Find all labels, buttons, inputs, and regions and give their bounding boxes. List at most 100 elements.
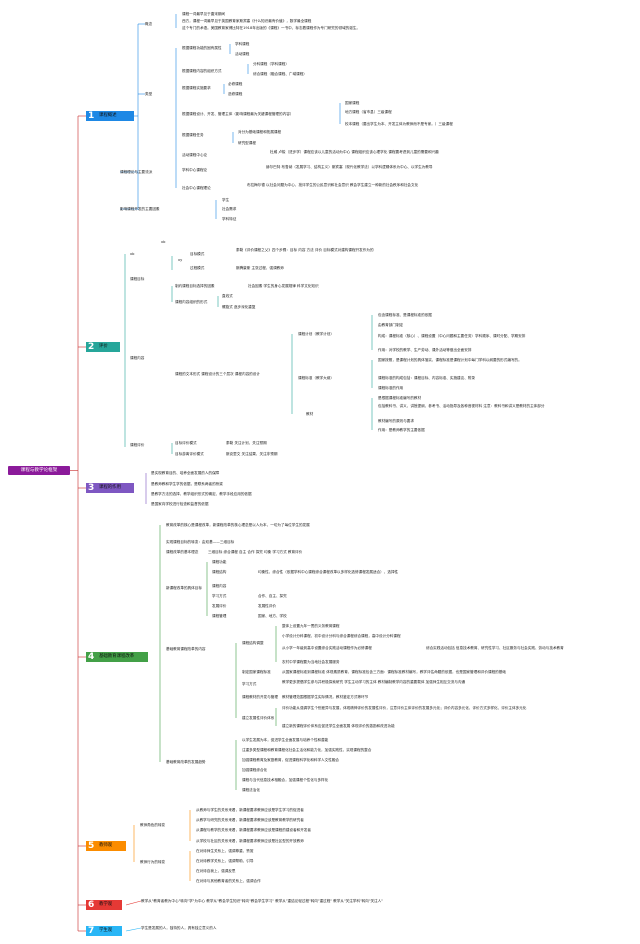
b2-node[interactable]: 包括教科书、讲义、讲授提纲、参考书、活动指导及各种音视材料 注意：教科书和讲义是… bbox=[378, 404, 545, 408]
b4-node[interactable]: 课程内容 bbox=[212, 584, 227, 588]
b4-node[interactable]: 合作、自主、探究 bbox=[258, 594, 287, 598]
b2-node[interactable]: 斯腾豪斯 主张过程，强调教师 bbox=[236, 266, 284, 270]
b2-node[interactable]: 课程内容组织的形式 bbox=[175, 300, 208, 304]
b4-node[interactable]: 基础教育改革的发展趋势 bbox=[166, 760, 206, 764]
b2-node[interactable]: 是根据课程标准编写的教材 bbox=[378, 396, 422, 400]
b1-node[interactable]: 活动课程 bbox=[235, 52, 250, 56]
b4-node[interactable]: 加强课程综合化 bbox=[242, 768, 268, 772]
b2-node[interactable]: xb bbox=[130, 252, 135, 256]
b2-node[interactable]: 课程内容 bbox=[130, 356, 145, 360]
b2-node[interactable]: xy bbox=[178, 258, 183, 262]
b1-node[interactable]: 社会中心课程理论 bbox=[182, 186, 211, 190]
b1-node[interactable]: 这个专门的术语。美国教育家博比特在1918年出版的《课程》一书中，标志着课程作为… bbox=[182, 26, 361, 30]
b5-node[interactable]: 在对待教学关系上，强调帮助、引导 bbox=[196, 859, 254, 863]
b4-node[interactable]: 课程结构 bbox=[212, 570, 227, 574]
b4-node[interactable]: 学习方式 bbox=[242, 682, 257, 686]
b2-node[interactable]: 社会因素 学生的身心发展规律 科学文化知识 bbox=[248, 284, 319, 288]
b2-node[interactable]: 过程模式 bbox=[190, 266, 205, 270]
b1-node[interactable]: 课程一词最早见于唐宋期间 bbox=[182, 12, 226, 16]
b4-node[interactable]: 课程管理 bbox=[212, 614, 227, 618]
b1-node[interactable]: 杜威 卢梭（进步学）课程应该以儿童的活动为中心 课程组织应该心理学化 课程要考虑… bbox=[270, 150, 439, 154]
b2-node[interactable]: 课程标准的构成包括：课程目标、内容标准、实施建议、附录 bbox=[378, 376, 476, 380]
b4-node[interactable]: 课程教材的开发与管理 bbox=[242, 695, 278, 699]
b2-node[interactable]: 作用：对学校的教学、生产劳动、课外活动等做出全面安排 bbox=[378, 348, 472, 352]
b2-node[interactable]: 螺旋式 逐步深化重复 bbox=[222, 305, 256, 309]
b4-node[interactable]: 均衡性、综合性（依据学科中心课程综合课程改革以多样化选修课程发展适合）、选择性 bbox=[258, 570, 399, 574]
b4-node[interactable]: 发展评价 bbox=[212, 604, 227, 608]
b2-node[interactable]: 课程评价 bbox=[130, 443, 145, 447]
b2-node[interactable]: 作用：是教师教学的主要依据 bbox=[378, 428, 425, 432]
b4-node[interactable]: 制定国家课程标准 bbox=[242, 670, 271, 674]
b2-node[interactable]: 教材编写的原则与要求 bbox=[378, 419, 414, 423]
b3-node[interactable]: 是教师教和学生学的依据，是联系两者的桥梁 bbox=[151, 482, 223, 486]
b1-node[interactable]: 地方课程（省市县）三级课程 bbox=[345, 110, 392, 114]
b4-node[interactable]: 基础教育课程改革的内容 bbox=[166, 647, 206, 651]
b5-node[interactable]: 教师角色的转变 bbox=[140, 823, 166, 827]
root-node[interactable]: 课程与教学论框架 bbox=[8, 466, 70, 475]
b1-node[interactable]: 类型 bbox=[145, 92, 153, 96]
b1-node[interactable]: 根据课程设计、开发、管理主体（影响课程最为关键课程管理的内容） bbox=[182, 112, 294, 116]
b4-node[interactable]: 发展性评价 bbox=[258, 604, 276, 608]
b4-node[interactable]: 课程结构调整 bbox=[242, 641, 264, 645]
b1-node[interactable]: 西方，课程一词最早见于英国教育家斯宾塞《什么知识最有价值》，数学最全课程 bbox=[182, 19, 312, 23]
b2-node[interactable]: 课程计划（教学计划） bbox=[298, 332, 334, 336]
b1-node[interactable]: 课程理论与主要流派 bbox=[120, 170, 153, 174]
b4-node[interactable]: 建立新的课程评价体系应促进学生全面发展 体现评价的激励和改进功能 bbox=[282, 724, 395, 728]
b5-node[interactable]: 从教学与研究的关系来看，新课程要求教师应该是教育教学的研究者 bbox=[196, 818, 304, 822]
b1-node[interactable]: 对分为基础课程和拓展课程 bbox=[238, 130, 282, 134]
b2-node[interactable]: 目标模式 bbox=[190, 252, 205, 256]
b4-node[interactable]: 教学更多提倡学生参与并积极探索研究 学生主动学习的主体 教材编制教学内容的重要载… bbox=[282, 680, 466, 684]
b2-node[interactable]: 泰勒 关注计划、关注预期 bbox=[226, 441, 267, 445]
b2-node[interactable]: 制约课程目标选择的因素 bbox=[175, 284, 215, 288]
b3-node[interactable]: 是实现教育目的、培养全面发展的人的保障 bbox=[151, 471, 220, 475]
b5-node[interactable]: 从课程与教学的关系来看，新课程要求教师应该是课程的建设者和开发者 bbox=[196, 828, 311, 832]
b5-node[interactable]: 在对待师生关系上，强调尊重、赞赏 bbox=[196, 849, 254, 853]
b1-node[interactable]: 学科特征 bbox=[222, 217, 237, 221]
b2-node[interactable]: 斯克里文 关注结果、关注非预期 bbox=[226, 452, 278, 456]
b4-node[interactable]: 课程功能 bbox=[212, 560, 227, 564]
b1-node[interactable]: 活动课程中心论 bbox=[182, 153, 208, 157]
b2-node[interactable]: 包含课程标准、是课程标准的依据 bbox=[378, 313, 432, 317]
b1-node[interactable]: 学科中心课程论 bbox=[182, 168, 208, 172]
b5-node[interactable]: 从学校与社区的关系来看，新课程要求教师应该是社区型的开放教师 bbox=[196, 839, 304, 843]
b7-node[interactable]: 学生是发展的人，独特的人，具有独立意义的人 bbox=[141, 926, 217, 930]
b4-node[interactable]: 教材管理范围根据学生实际情况，教材鉴定方式等环节 bbox=[282, 695, 369, 699]
b4-node[interactable]: 国家、地方、学校 bbox=[258, 614, 287, 618]
b2-node[interactable]: 目标游离评价模式 bbox=[175, 452, 204, 456]
b2-node[interactable]: 目标评价模式 bbox=[175, 441, 197, 445]
b4-node[interactable]: 整体上设置九年一贯的义务教育课程 bbox=[282, 624, 340, 628]
b3-node[interactable]: 是国家向学校进行检查和监督的依据 bbox=[151, 502, 209, 506]
b4-node[interactable]: 新课程改革的具体目标 bbox=[166, 586, 202, 590]
b4-node[interactable]: 学习方式 bbox=[212, 594, 227, 598]
b4-node[interactable]: 从小学一年级到高中设置综合实践活动课程作为必修课程 bbox=[282, 646, 372, 650]
b1-node[interactable]: 必修课程 bbox=[228, 82, 243, 86]
b1-node[interactable]: 分科课程（学科课程） bbox=[253, 62, 289, 66]
b2-node[interactable]: 直线式 bbox=[222, 294, 233, 298]
b1-node[interactable]: 学科课程 bbox=[235, 42, 250, 46]
b4-node[interactable]: 建立发展性评价体系 bbox=[242, 716, 275, 720]
b1-node[interactable]: 社会需求 bbox=[222, 207, 237, 211]
b4-node[interactable]: 教育改革的核心是课程改革，新课程改革的核心理念是以人为本，一切为了每位学生的发展 bbox=[166, 523, 310, 527]
b1-node[interactable]: 影响课程开发的主要因素 bbox=[120, 207, 160, 211]
b5-node[interactable]: 在对待与其他教育者的关系上，强调合作 bbox=[196, 879, 261, 883]
b4-node[interactable]: 实现课程目标的转变：由双基——三维目标 bbox=[166, 540, 235, 544]
b2-node[interactable]: 构成：课程标准（核心）、课程设置（中心问题和主要任务）学科顺序、课时分配、学期安… bbox=[378, 334, 526, 338]
b4-node[interactable]: 综合实践活动包括 信息技术教育、研究性学习、社区服务与社会实践、劳动与技术教育 bbox=[426, 646, 564, 650]
b4-node[interactable]: 三维目标 综合课程 自主 合作 探究 均衡 学习方式 教育评价 bbox=[208, 550, 303, 554]
b6-node[interactable]: 教学从"教育者教为中心"转向"学"为中心 教学从"教会学生知识"转向"教会学生学… bbox=[141, 899, 383, 903]
b4-node[interactable]: 农村中学课程要为当地社会发展服务 bbox=[282, 660, 340, 664]
b2-node[interactable]: 由教育部门制定 bbox=[378, 323, 404, 327]
b5-node[interactable]: 教师行为的转变 bbox=[140, 860, 166, 864]
b2-node[interactable]: 泰勒《评价课程之父》四个步骤：目标 内容 方法 评价 目标模式对建构课程开发作为… bbox=[236, 248, 374, 252]
b4-node[interactable]: 加强课程教育及家庭教育，促进课程科学化和科学人文性融合 bbox=[242, 758, 340, 762]
b1-node[interactable]: 布拉梅尔德 以社会问题为中心，批评学生的公民意识和社会意识 教会学生建立一种新的… bbox=[247, 183, 419, 187]
b3-node[interactable]: 是教学方法的选择、教学组织形式的确定、教学手段应用的依据 bbox=[151, 492, 252, 496]
b4-node[interactable]: 课程与当代信息技术相融合，加强课程个性化与多样化 bbox=[242, 778, 329, 782]
b4-node[interactable]: 从国家课程标准到课程标准 体现素质教育，课程标准包含三方面：课程标准教材编写，教… bbox=[282, 670, 506, 674]
